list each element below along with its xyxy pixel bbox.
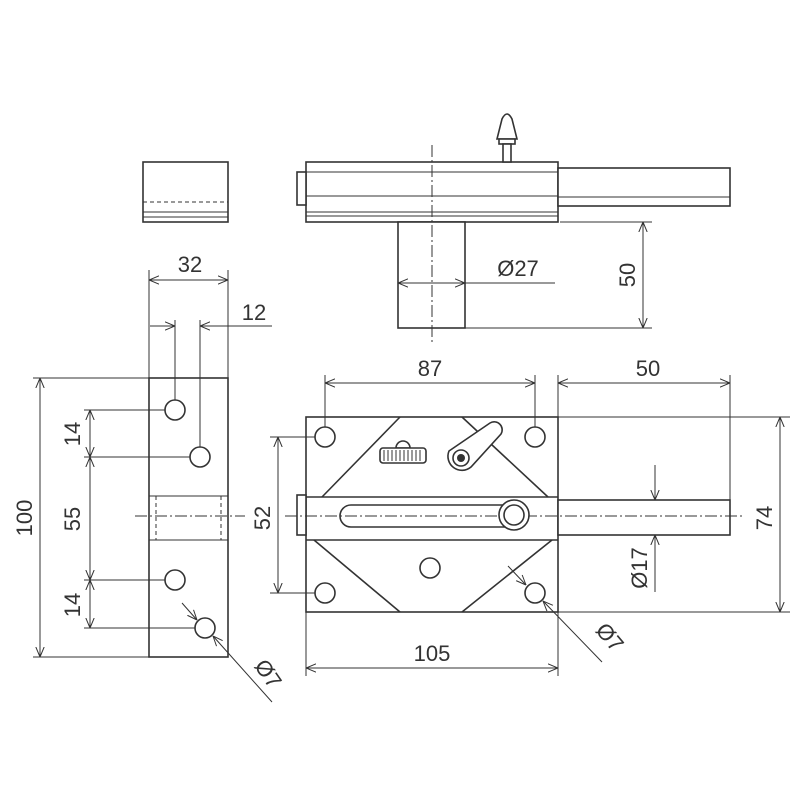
leader-line-latch-hole — [543, 601, 603, 663]
handle-knob — [495, 113, 519, 163]
label-keeper-width: 32 — [178, 252, 202, 277]
keeper-top-view — [142, 161, 229, 223]
latch-frame-diagonal — [321, 416, 401, 498]
latch-frame-diagonal — [461, 416, 549, 498]
latch-side-end-cap — [296, 171, 307, 206]
latch-frame-diagonal — [461, 539, 553, 613]
latch-side-view: Ø27 50 — [296, 113, 731, 345]
latch-bolt-knob-inner — [503, 504, 525, 526]
latch-mounting-hole — [314, 426, 336, 448]
keeper-mounting-hole — [189, 446, 211, 468]
label-hole-pitch-horizontal: 87 — [418, 356, 442, 381]
label-hole-offset: 12 — [242, 300, 266, 325]
label-keeper-hole: Ø7 — [249, 655, 286, 693]
handle-knob-neck — [502, 143, 512, 163]
thumb-screw-body — [379, 447, 427, 464]
latch-side-bolt-rod — [557, 167, 731, 207]
label-post-diameter: Ø27 — [497, 256, 539, 281]
leader-line-latch-hole — [507, 565, 526, 585]
keeper-top-block — [142, 161, 229, 223]
lever-pivot-dot — [457, 454, 465, 462]
label-pitch-bottom: 14 — [60, 593, 85, 617]
keeper-mounting-hole — [194, 617, 216, 639]
latch-bolt-end-cap — [296, 494, 307, 536]
keeper-mounting-hole — [164, 569, 186, 591]
label-latch-width: 105 — [414, 641, 451, 666]
latch-front-view: 87 50 52 74 Ø17 105 Ø7 — [250, 356, 790, 676]
thumb-screw-cap — [395, 440, 411, 449]
latch-mounting-hole — [524, 582, 546, 604]
label-pitch-middle: 55 — [60, 507, 85, 531]
leader-line-keeper-hole — [181, 602, 197, 620]
keeper-mounting-hole — [164, 399, 186, 421]
latch-mounting-hole — [314, 582, 336, 604]
keeper-front-plate — [148, 377, 229, 658]
label-bolt-diameter: Ø17 — [627, 547, 652, 589]
latch-frame-diagonal — [313, 539, 401, 613]
latch-bolt-rod — [557, 499, 731, 536]
label-keeper-height: 100 — [12, 500, 37, 537]
label-hole-pitch-vertical: 52 — [250, 506, 275, 530]
label-latch-height: 74 — [752, 506, 777, 530]
latch-mounting-hole — [419, 557, 441, 579]
leader-line-keeper-hole — [213, 636, 273, 703]
keeper-front-view: 32 12 100 14 55 14 Ø7 — [12, 252, 287, 703]
label-post-height: 50 — [615, 263, 640, 287]
latch-mounting-hole — [524, 426, 546, 448]
thumb-screw — [379, 440, 427, 464]
label-latch-hole: Ø7 — [591, 618, 629, 657]
thumb-screw-ribs — [383, 450, 421, 461]
label-bolt-projection: 50 — [636, 356, 660, 381]
handle-knob-cone — [495, 113, 519, 140]
lever-handle — [447, 421, 503, 472]
label-pitch-top: 14 — [60, 422, 85, 446]
